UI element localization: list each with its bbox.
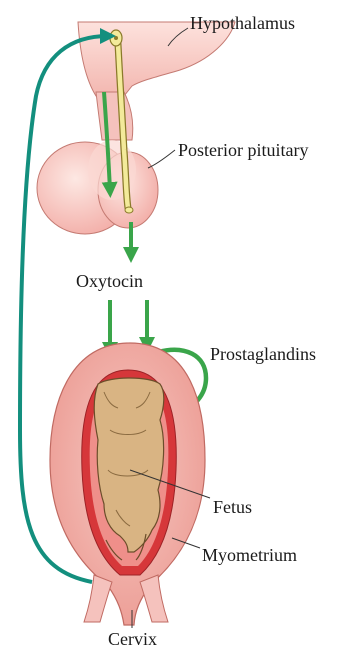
myometrium-label: Myometrium bbox=[202, 546, 297, 564]
prostaglandins-label: Prostaglandins bbox=[210, 345, 316, 363]
posterior-pituitary-shape bbox=[37, 140, 158, 234]
oxytocin-label: Oxytocin bbox=[76, 272, 143, 290]
posterior-pituitary-leader bbox=[148, 150, 175, 168]
hypothalamus-shape bbox=[78, 22, 235, 96]
posterior-pituitary-label: Posterior pituitary bbox=[178, 141, 308, 159]
cervix-label: Cervix bbox=[108, 630, 157, 648]
pituitary-stalk bbox=[96, 92, 133, 140]
fetus-label: Fetus bbox=[213, 498, 252, 516]
hypothalamus-label: Hypothalamus bbox=[190, 14, 295, 32]
